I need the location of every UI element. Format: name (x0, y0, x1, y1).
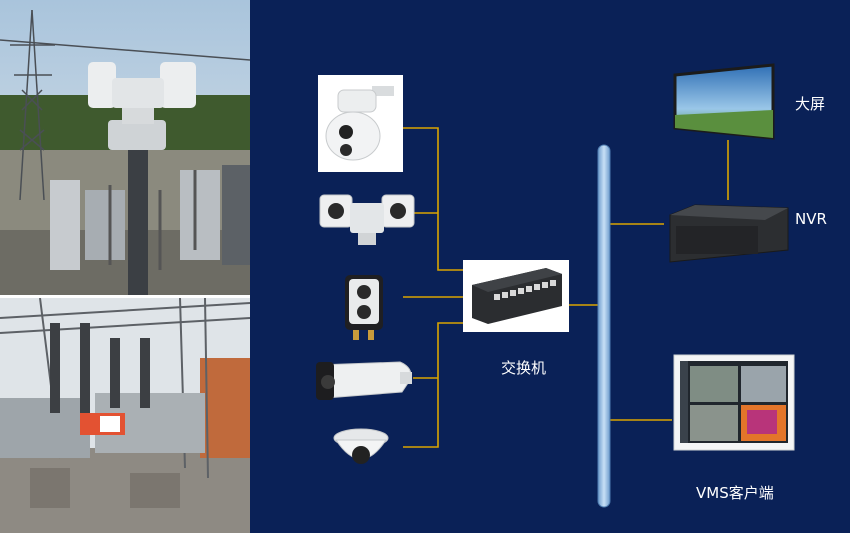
nvr-device-icon (669, 204, 789, 263)
ptz-dome-thermal-camera-icon (318, 75, 403, 172)
big-screen-label: 大屏 (795, 95, 826, 113)
substation-camera-photo (0, 0, 250, 295)
dual-spectrum-ptz-camera-icon (319, 194, 415, 245)
connector-lines (403, 127, 729, 448)
nvr-label: NVR (795, 210, 827, 228)
photo-divider (0, 295, 250, 298)
vms-client-monitor-icon (673, 354, 795, 451)
substation-transformer-photo (0, 298, 250, 533)
mini-dome-camera-icon (333, 428, 389, 464)
vms-client-label: VMS客户端 (696, 484, 774, 502)
big-screen-icon (673, 63, 775, 140)
bullet-camera-icon (316, 361, 412, 400)
topology-diagram: 交换机 大屏 NVR VMS客户端 (250, 0, 850, 533)
line-camera-1 (403, 127, 463, 271)
network-switch-icon (463, 260, 569, 332)
network-bus-bar (597, 144, 611, 508)
switch-label: 交换机 (501, 359, 547, 377)
thermal-box-camera-icon (345, 275, 383, 340)
line-camera-5 (403, 322, 463, 448)
